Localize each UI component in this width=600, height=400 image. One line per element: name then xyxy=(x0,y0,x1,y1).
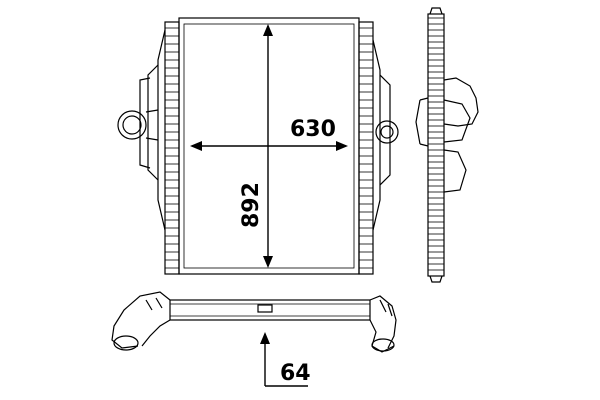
tank-hatching xyxy=(165,27,373,269)
depth-dimension-label: 64 xyxy=(280,361,311,386)
top-view-right-elbow xyxy=(369,295,397,353)
side-view xyxy=(415,7,479,283)
front-view-right-outlet xyxy=(375,120,399,144)
width-dimension-label: 630 xyxy=(290,117,336,142)
side-view-core xyxy=(427,13,445,277)
top-view-left-elbow xyxy=(111,291,171,351)
side-view-inlet-housing xyxy=(415,77,479,193)
front-view-dimensions xyxy=(190,24,348,268)
top-view-core xyxy=(169,299,371,321)
height-dimension-label: 892 xyxy=(239,182,264,228)
top-view-label-plate xyxy=(257,304,273,313)
depth-dimension xyxy=(260,332,308,387)
front-view-left-inlet xyxy=(117,109,159,141)
top-view xyxy=(111,291,397,353)
side-view-hatching xyxy=(428,17,444,271)
